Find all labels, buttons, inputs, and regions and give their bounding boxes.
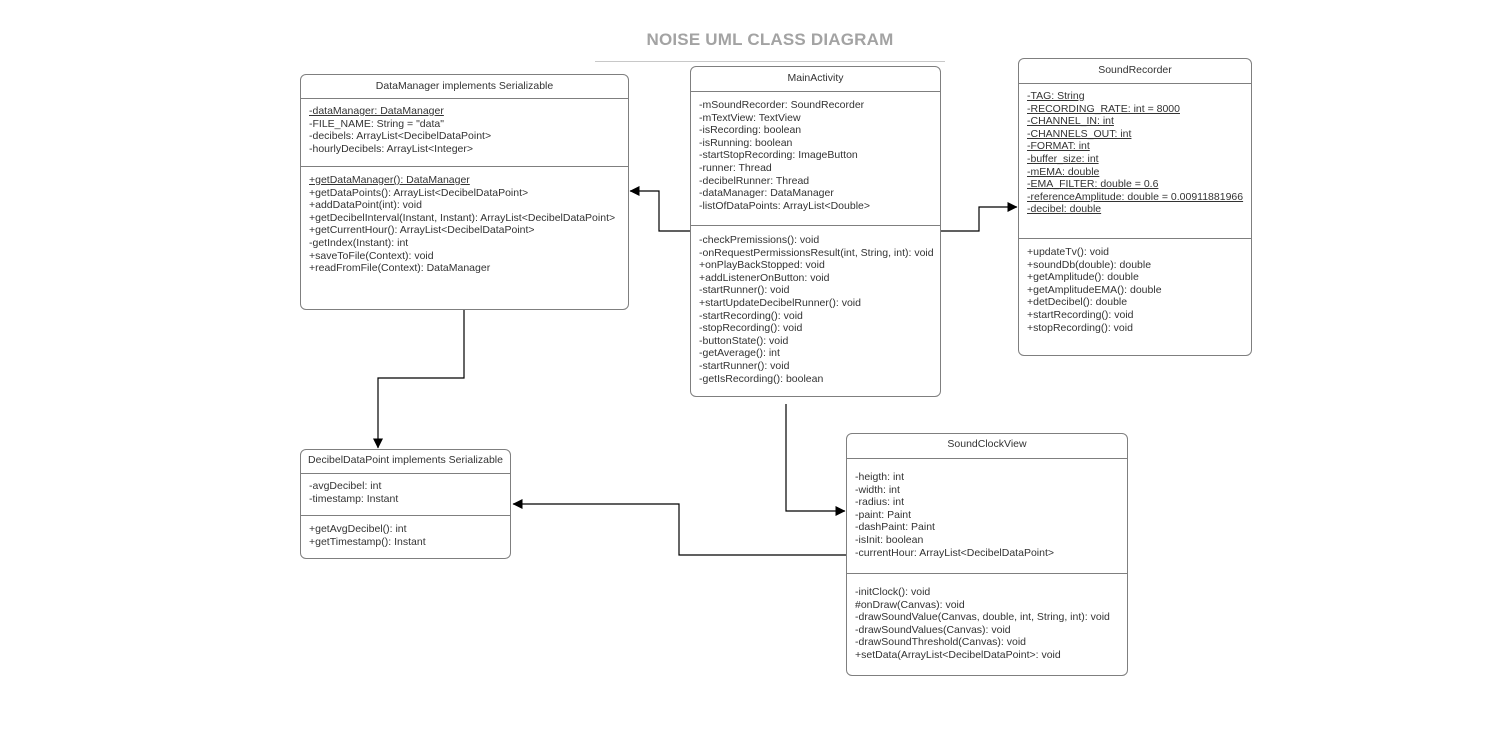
attributes-section: -mSoundRecorder: SoundRecorder-mTextView… <box>691 92 940 226</box>
method-line: -getIndex(Instant): int <box>309 236 409 249</box>
attribute-line: -FILE_NAME: String = "data" <box>309 117 444 130</box>
attribute-line: -mEMA: double <box>1027 165 1100 178</box>
attribute-line: -listOfDataPoints: ArrayList<Double> <box>699 199 870 212</box>
method-line: #onDraw(Canvas): void <box>855 598 965 611</box>
attribute-line: -hourlyDecibels: ArrayList<Integer> <box>309 142 473 155</box>
method-line: -startRunner(): void <box>699 284 790 297</box>
arrow-mainactivity-to-soundclockview <box>785 404 846 516</box>
attribute-line: -CHANNEL_IN: int <box>1027 115 1114 128</box>
attribute-line: -decibel: double <box>1027 203 1102 216</box>
class-decibeldatapoint[interactable]: DecibelDataPoint implements Serializable… <box>300 449 511 559</box>
method-line: +getDataPoints(): ArrayList<DecibelDataP… <box>309 186 529 199</box>
attribute-line: -heigth: int <box>855 471 905 483</box>
method-line: +detDecibel(): double <box>1027 296 1128 309</box>
method-line: -startRunner(): void <box>699 359 790 372</box>
method-line: -getIsRecording(): boolean <box>699 372 824 385</box>
attributes-section: -dataManager: DataManager-FILE_NAME: Str… <box>301 99 628 167</box>
method-line: -getAverage(): int <box>699 347 780 360</box>
method-line: +soundDb(double): double <box>1027 258 1152 271</box>
method-line: +onPlayBackStopped: void <box>699 259 825 272</box>
attribute-line: -mSoundRecorder: SoundRecorder <box>699 99 865 111</box>
class-soundclockview[interactable]: SoundClockView -heigth: int-width: int-r… <box>846 433 1128 676</box>
attribute-line: -dataManager: DataManager <box>699 187 834 200</box>
class-mainactivity[interactable]: MainActivity -mSoundRecorder: SoundRecor… <box>690 66 941 397</box>
methods-section: +getDataManager(): DataManager+getDataPo… <box>301 167 628 275</box>
method-line: -buttonState(): void <box>699 334 789 347</box>
method-line: +updateTv(): void <box>1027 246 1110 258</box>
class-datamanager[interactable]: DataManager implements Serializable -dat… <box>300 74 629 310</box>
attribute-line: -isRecording: boolean <box>699 124 802 137</box>
arrow-mainactivity-to-soundrecorder <box>941 202 1018 232</box>
arrow-mainactivity-to-datamanager <box>629 186 690 232</box>
attribute-line: -CHANNELS_OUT: int <box>1027 127 1132 140</box>
attribute-line: -timestamp: Instant <box>309 492 399 505</box>
attribute-line: -EMA_FILTER: double = 0.6 <box>1027 178 1159 191</box>
method-line: +getTimestamp(): Instant <box>309 535 426 548</box>
attribute-line: -isRunning: boolean <box>699 136 793 149</box>
method-line: -checkPremissions(): void <box>699 234 820 246</box>
method-line: +saveToFile(Context): void <box>309 249 434 262</box>
method-line: +getAmplitudeEMA(): double <box>1027 283 1162 296</box>
method-line: +addDataPoint(int): void <box>309 199 422 212</box>
attribute-line: -RECORDING_RATE: int = 8000 <box>1027 102 1180 115</box>
attribute-line: -mTextView: TextView <box>699 111 801 124</box>
method-line: +getAvgDecibel(): int <box>309 523 407 535</box>
attribute-line: -decibelRunner: Thread <box>699 174 810 187</box>
method-line: +getAmplitude(): double <box>1027 271 1139 284</box>
class-name: DecibelDataPoint implements Serializable <box>301 450 510 474</box>
attribute-line: -currentHour: ArrayList<DecibelDataPoint… <box>855 546 1055 559</box>
method-line: +startUpdateDecibelRunner(): void <box>699 296 861 309</box>
method-line: +addListenerOnButton: void <box>699 271 830 284</box>
method-line: +setData(ArrayList<DecibelDataPoint>: vo… <box>855 648 1061 661</box>
title-divider <box>595 61 945 62</box>
attribute-line: -paint: Paint <box>855 508 912 521</box>
class-name: DataManager implements Serializable <box>301 75 628 99</box>
attribute-line: -TAG: String <box>1027 90 1085 102</box>
arrow-datamanager-to-decibeldatapoint <box>373 310 465 449</box>
attribute-line: -decibels: ArrayList<DecibelDataPoint> <box>309 130 492 143</box>
attribute-line: -startStopRecording: ImageButton <box>699 149 858 162</box>
attribute-line: -FORMAT: int <box>1027 140 1090 153</box>
method-line: +readFromFile(Context): DataManager <box>309 262 491 275</box>
attribute-line: -dashPaint: Paint <box>855 521 935 534</box>
method-line: +stopRecording(): void <box>1027 321 1133 334</box>
method-line: -drawSoundValue(Canvas, double, int, Str… <box>855 611 1110 624</box>
class-name: SoundRecorder <box>1019 59 1251 84</box>
attribute-line: -dataManager: DataManager <box>309 105 444 117</box>
attribute-line: -buffer_size: int <box>1027 152 1099 165</box>
methods-section: +updateTv(): void+soundDb(double): doubl… <box>1019 239 1251 334</box>
class-name: MainActivity <box>691 67 940 92</box>
attribute-line: -referenceAmplitude: double = 0.00911881… <box>1027 190 1244 203</box>
class-name: SoundClockView <box>847 434 1127 459</box>
method-line: -onRequestPermissionsResult(int, String,… <box>699 246 934 259</box>
method-line: +getDecibelInterval(Instant, Instant): A… <box>309 211 616 224</box>
method-line: -initClock(): void <box>855 586 931 598</box>
attributes-section: -heigth: int-width: int-radius: int-pain… <box>847 459 1127 574</box>
method-line: +getCurrentHour(): ArrayList<DecibelData… <box>309 224 535 237</box>
diagram-title: NOISE UML CLASS DIAGRAM <box>646 30 894 49</box>
class-soundrecorder[interactable]: SoundRecorder -TAG: String-RECORDING_RAT… <box>1018 58 1252 356</box>
method-line: +getDataManager(): DataManager <box>309 174 470 186</box>
method-line: +startRecording(): void <box>1027 308 1134 321</box>
attributes-section: -avgDecibel: int-timestamp: Instant <box>301 474 510 516</box>
attribute-line: -radius: int <box>855 496 905 509</box>
method-line: -startRecording(): void <box>699 309 803 322</box>
method-line: -drawSoundThreshold(Canvas): void <box>855 636 1026 649</box>
attribute-line: -width: int <box>855 483 900 496</box>
attribute-line: -runner: Thread <box>699 161 772 174</box>
method-line: -stopRecording(): void <box>699 322 803 335</box>
attribute-line: -avgDecibel: int <box>309 480 382 492</box>
method-line: -drawSoundValues(Canvas): void <box>855 623 1011 636</box>
attribute-line: -isInit: boolean <box>855 533 924 546</box>
methods-section: -initClock(): void#onDraw(Canvas): void-… <box>847 574 1127 662</box>
methods-section: -checkPremissions(): void-onRequestPermi… <box>691 226 940 385</box>
methods-section: +getAvgDecibel(): int+getTimestamp(): In… <box>301 516 510 548</box>
arrow-soundclockview-to-decibeldatapoint <box>512 499 846 556</box>
attributes-section: -TAG: String-RECORDING_RATE: int = 8000-… <box>1019 84 1251 239</box>
